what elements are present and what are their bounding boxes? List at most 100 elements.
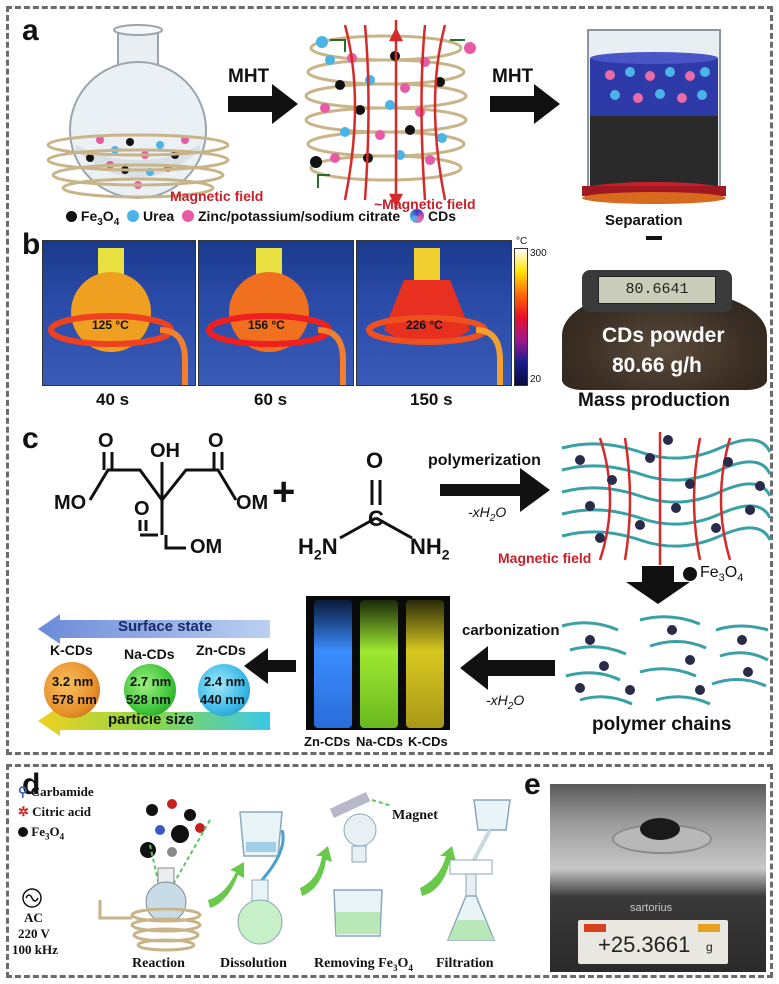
cd-size-na: 2.7 nm	[130, 674, 172, 689]
separation-arrow	[646, 236, 662, 240]
dissolution-setup	[237, 811, 285, 945]
citrate-dot-icon	[182, 210, 195, 222]
thermal-flask-3	[366, 248, 503, 385]
fe3o4-dot-icon	[66, 211, 77, 222]
powder-title: CDs powder	[602, 324, 725, 347]
magnetic-down-arrow	[626, 566, 690, 604]
panel-label-a: a	[22, 14, 39, 47]
legend-urea: Urea	[143, 208, 175, 224]
thermal-time-1: 40 s	[96, 390, 130, 409]
cd-wl-k: 578 nm	[52, 692, 97, 707]
frame-de	[6, 764, 773, 978]
thermal-temp-2: 156 °C	[248, 318, 285, 332]
beaker	[582, 29, 726, 204]
balance-reading: +25.3661	[598, 932, 691, 957]
thermal-flask-2	[206, 248, 346, 385]
urea-h2n-label: H2N	[298, 534, 338, 563]
carbonization-label: carbonization	[462, 622, 560, 639]
panel-a-legend: Fe3O4 Urea Zinc/potassium/sodium citrate…	[66, 208, 456, 228]
removing-setup	[329, 792, 393, 937]
legend-citrate: Zinc/potassium/sodium citrate	[197, 208, 401, 224]
water-loss-2: -xH2O	[486, 692, 525, 712]
fe3o4-ball-icon	[18, 827, 28, 837]
step-reaction: Reaction	[132, 956, 185, 971]
beaker-cds	[605, 67, 710, 103]
polymer-fe3o4-label: Fe3O4	[700, 564, 744, 585]
polymer-field-lines	[598, 432, 732, 565]
panel-label-c: c	[22, 422, 39, 455]
legend-fe3o4: Fe3O4	[80, 208, 120, 228]
surface-state-arrow	[38, 614, 270, 644]
urea-o-label: O	[366, 448, 384, 473]
water-loss-1: -xH2O	[468, 504, 507, 524]
polymer-fe3o4	[575, 435, 765, 543]
urea-c-label: C	[368, 506, 384, 531]
legend-carbamide-row: ⚲ Carbamide	[18, 784, 94, 799]
surface-state-label: Surface state	[118, 618, 213, 635]
legend-fe3o4-row: Fe3O4	[18, 822, 94, 847]
cd-sphere-zn	[198, 664, 250, 716]
scale-display: 80.6641	[598, 276, 716, 304]
mo-label: MO	[54, 492, 87, 514]
display-badge	[584, 924, 606, 932]
plus-sign: +	[272, 470, 296, 514]
vial-label-na: Na-CDs	[356, 734, 403, 749]
vial-label-k: K-CDs	[408, 734, 448, 749]
cd-wl-zn: 440 nm	[200, 692, 245, 707]
vial-zn	[314, 600, 352, 728]
thermal-temp-3: 226 °C	[406, 318, 443, 332]
cd-name-na: Na-CDs	[124, 646, 175, 662]
om-right-label: OM	[236, 492, 269, 514]
display-badge-2	[698, 924, 720, 932]
frame-abc	[6, 6, 773, 755]
mht-arrow-1	[228, 84, 298, 124]
mht-label-1: MHT	[228, 66, 270, 87]
magnetic-field-label-left: Magnetic field	[170, 188, 264, 204]
frequency-label: 100 kHz	[12, 942, 58, 957]
thermal-temp-1: 125 °C	[92, 318, 129, 332]
powder-rate: 80.66 g/h	[612, 354, 702, 377]
thermal-flask-1	[48, 248, 188, 385]
thermal-time-2: 60 s	[254, 390, 288, 409]
balance-brand: sartorius	[630, 902, 673, 914]
thermal-flasks	[48, 248, 503, 385]
flask-coil	[46, 133, 230, 199]
separation-label: Separation	[605, 212, 683, 229]
balance-unit: g	[706, 940, 713, 954]
step-arrow-3	[420, 846, 456, 896]
cd-sphere-na	[124, 664, 176, 716]
o-label-1: O	[98, 430, 114, 452]
mht-label-2: MHT	[492, 66, 534, 87]
chain-fe3o4	[575, 625, 753, 695]
filtration-setup	[446, 799, 511, 941]
legend-citric-row: ✲ Citric acid	[18, 804, 91, 819]
vials-to-dots-arrow	[244, 648, 296, 684]
molecules-cloud	[140, 799, 205, 858]
o-label-2: O	[208, 430, 224, 452]
step-filtration: Filtration	[436, 956, 494, 971]
coil-particles	[310, 36, 476, 168]
om-bottom-label: OM	[190, 536, 223, 558]
panel-label-e: e	[524, 768, 541, 801]
panel-d-legend: ⚲ Carbamide ✲ Citric acid Fe3O4	[18, 782, 94, 847]
o-label-3: O	[134, 498, 150, 520]
polymer-chains	[561, 615, 769, 706]
reaction-setup	[98, 867, 202, 952]
magnetic-field-lines	[343, 20, 447, 210]
mht-arrow-2	[490, 84, 560, 124]
polymer-magnetic-field-label: Magnetic field	[498, 550, 592, 566]
cd-size-zn: 2.4 nm	[204, 674, 246, 689]
step-dissolution: Dissolution	[220, 956, 287, 971]
cds-dot-icon	[410, 209, 425, 223]
cd-name-zn: Zn-CDs	[196, 642, 246, 658]
cd-sphere-k	[44, 662, 100, 718]
carbamide-molecule-icon: ⚲	[18, 784, 28, 799]
polymer-chains-label: polymer chains	[592, 714, 732, 735]
vial-k	[406, 600, 444, 728]
step-arrow-1	[208, 862, 244, 908]
balance-photo: +25.3661 g sartorius	[550, 784, 766, 972]
vial-na	[360, 600, 398, 728]
voltage-label: 220 V	[18, 926, 50, 941]
round-flask	[69, 24, 207, 199]
